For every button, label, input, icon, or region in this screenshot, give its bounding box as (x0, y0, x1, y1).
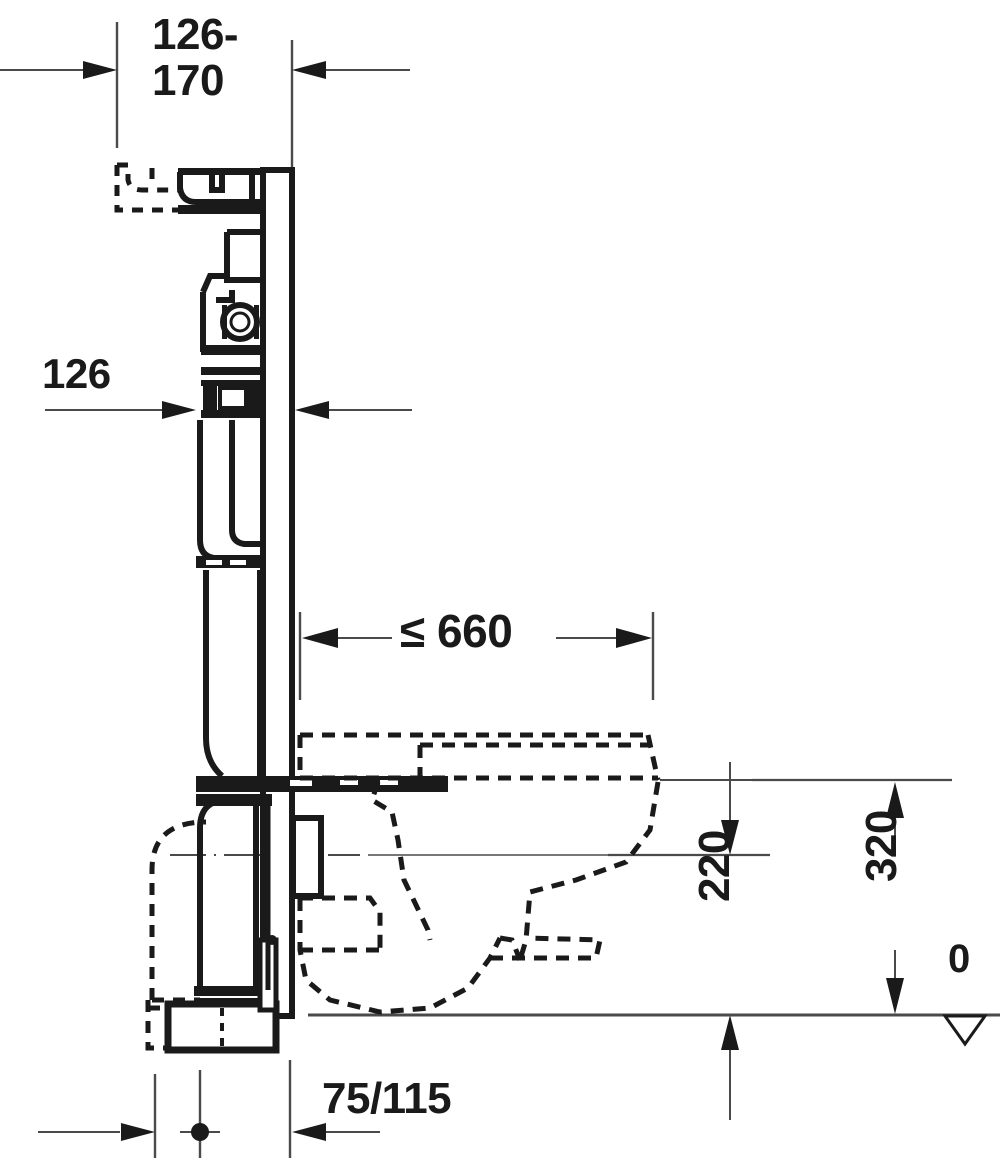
top-bracket-hidden-outline (114, 162, 182, 213)
arrow-head-right (162, 401, 196, 419)
arrow-head-left (292, 61, 326, 79)
dimension-label-seat-height: 220 (689, 830, 739, 903)
arrow-head-right (121, 1123, 155, 1141)
arrow-head-left (302, 628, 338, 648)
arrow-head-right (616, 628, 652, 648)
dimension-outlet-height (38, 1060, 380, 1158)
arrow-head-up (721, 1015, 739, 1050)
dimension-label-outlet-height: 75/115 (322, 1074, 452, 1123)
dimension-depth-frame (45, 401, 412, 419)
datum-label-zero: 0 (948, 937, 970, 981)
arrow-head-right (83, 61, 117, 79)
cistern-tank (197, 420, 262, 561)
waste-pipe-bend (197, 797, 262, 993)
dimension-seat-height (608, 762, 770, 1120)
arrow-head-down (721, 820, 739, 855)
arrow-head-left (292, 1123, 326, 1141)
arrow-head-down (886, 978, 904, 1014)
arrow-head-left (295, 401, 329, 419)
fill-valve-assembly (220, 302, 260, 342)
flush-pipe (203, 570, 263, 779)
dimension-label-depth-range: 126- 170 (152, 10, 239, 106)
wc-bowl-outline-hidden (297, 732, 661, 1015)
frame-upright (265, 802, 277, 990)
dimension-projection-max (298, 612, 655, 700)
datum-marker-icon (942, 1014, 988, 1047)
center-point-marker (191, 1123, 209, 1141)
concealed-cistern (200, 229, 262, 352)
arrow-head-up (886, 782, 904, 818)
dimension-label-depth-frame: 126 (42, 350, 111, 397)
dimension-rim-height (752, 778, 952, 1014)
seat-support-bar (196, 776, 448, 806)
base-frame (164, 937, 280, 1054)
dimension-depth-range (0, 22, 410, 170)
top-bracket-solid-fill (178, 168, 266, 214)
bowl-connection-spigot (290, 815, 324, 899)
dimension-label-rim-height: 320 (856, 810, 906, 883)
cistern-tank-band (196, 556, 264, 568)
cistern-mid-plate (201, 345, 265, 418)
dimension-label-projection-max: ≤ 660 (400, 605, 513, 657)
